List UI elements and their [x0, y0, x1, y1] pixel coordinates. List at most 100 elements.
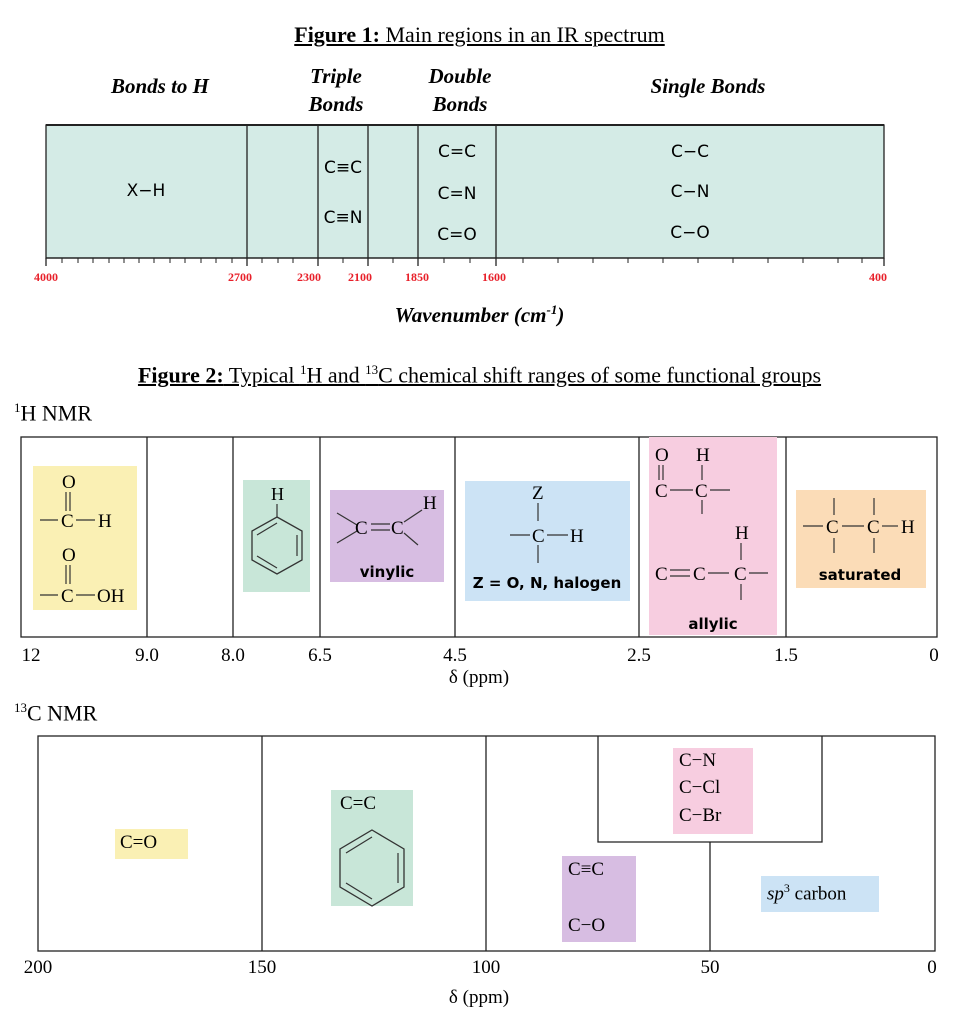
region-bonds-to-h: Bonds to H — [110, 74, 210, 98]
h-struct-acid: O C OH — [40, 545, 125, 607]
svg-text:O: O — [62, 545, 76, 566]
svg-text:H: H — [423, 493, 437, 514]
h-box-heteroatom — [465, 481, 630, 601]
h-tick-12: 12 — [21, 645, 41, 666]
svg-text:H: H — [901, 517, 915, 538]
region-double-line2: Bonds — [432, 92, 488, 116]
h-nmr-label-text: H NMR — [20, 400, 93, 426]
svg-text:H: H — [271, 484, 284, 504]
c-label-ccl: C−Cl — [679, 777, 721, 798]
h-struct-saturated: C C H — [803, 498, 915, 553]
h-label-vinylic: vinylic — [359, 563, 415, 581]
h-nmr-label: 1H NMR — [14, 400, 92, 426]
h-tick-9: 9.0 — [135, 645, 159, 666]
h-struct-benzene: H — [251, 484, 303, 575]
c-tick-200: 200 — [23, 957, 53, 978]
ir-bond-co-double: C=O — [437, 225, 477, 245]
c-struct-benzene — [339, 829, 405, 907]
ir-bond-cn-single: C−N — [670, 182, 710, 202]
h-tick-8: 8.0 — [221, 645, 245, 666]
c-label-sp3-italic: sp — [767, 883, 784, 905]
figure2-title-sup2: 13 — [365, 362, 379, 377]
ir-tick-400: 400 — [869, 270, 887, 284]
region-triple-line1: Triple — [310, 64, 362, 88]
c-axis-title: δ (ppm) — [448, 987, 510, 1008]
ir-bond-cc-single: C−C — [671, 142, 709, 162]
h-nmr-frame — [20, 436, 938, 638]
ir-major-ticks — [45, 258, 885, 266]
region-double-bonds: Double Bonds — [408, 62, 512, 118]
svg-text:C: C — [695, 481, 708, 502]
region-single-bonds: Single Bonds — [650, 74, 766, 98]
c-box-heteroatom — [673, 748, 753, 834]
region-double-line1: Double — [428, 64, 492, 88]
ir-panel-background — [45, 124, 885, 259]
c-tick-50: 50 — [700, 957, 720, 978]
c-box-alkene-aromatic — [331, 790, 413, 906]
h-nmr-label-sup: 1 — [14, 400, 21, 415]
c-tick-150: 150 — [247, 957, 277, 978]
c-label-alkyne: C≡C — [568, 859, 605, 880]
c-tick-100: 100 — [471, 957, 501, 978]
ir-panel — [45, 124, 885, 266]
ir-bond-co-single: C−O — [670, 223, 710, 243]
svg-text:C: C — [826, 517, 839, 538]
ir-tick-2700: 2700 — [228, 270, 252, 284]
h-struct-heteroatom: Z C H — [510, 483, 584, 563]
svg-text:C: C — [391, 518, 404, 539]
svg-text:H: H — [696, 445, 710, 466]
svg-text:H: H — [735, 523, 749, 544]
c-label-sp3: sp3 carbon — [767, 881, 846, 905]
ir-tick-2100: 2100 — [348, 270, 372, 284]
h-box-aldehyde-acid — [33, 466, 137, 610]
c-label-cbr: C−Br — [679, 805, 722, 826]
svg-text:OH: OH — [97, 586, 125, 607]
svg-text:C: C — [867, 517, 880, 538]
c-label-carbonyl: C=O — [120, 832, 158, 853]
ir-tick-1850: 1850 — [405, 270, 429, 284]
svg-text:C: C — [693, 564, 706, 585]
figure1-title-text: Main regions in an IR spectrum — [380, 22, 665, 47]
h-axis-title: δ (ppm) — [448, 667, 510, 688]
c-label-sp3-rest: carbon — [789, 883, 847, 905]
h-tick-1-5: 1.5 — [774, 645, 798, 666]
h-nmr-panel: O C H O C OH H C C H Z — [20, 436, 938, 638]
h-label-heteroatom: Z = O, N, halogen — [472, 574, 622, 592]
figure2-title-text3: C chemical shift ranges of some function… — [378, 362, 822, 388]
ir-bond-alkyne: C≡C — [324, 158, 362, 178]
figure2-title-sup1: 1 — [299, 362, 307, 377]
c-nmr-label-sup: 13 — [14, 700, 27, 715]
ir-tick-1600: 1600 — [482, 270, 506, 284]
ir-minor-ticks — [61, 258, 863, 263]
svg-text:C: C — [355, 518, 368, 539]
ir-bond-cn-double: C=N — [437, 184, 477, 204]
ir-bond-xh: X−H — [126, 181, 166, 201]
h-box-allylic — [649, 437, 777, 635]
ir-axis-title: Wavenumber (cm-1) — [0, 302, 959, 328]
c-box-carbonyl — [115, 829, 188, 859]
svg-text:C: C — [532, 526, 545, 547]
ir-tick-2300: 2300 — [297, 270, 321, 284]
h-tick-2-5: 2.5 — [627, 645, 651, 666]
h-tick-0: 0 — [929, 645, 939, 666]
svg-text:C: C — [734, 564, 747, 585]
figure2-title-bold: Figure 2: — [137, 362, 224, 388]
h-tick-6-5: 6.5 — [308, 645, 332, 666]
h-struct-allylic-alkene: H C C C — [655, 523, 768, 600]
svg-text:H: H — [98, 511, 112, 532]
ir-axis-title-sup: -1 — [546, 302, 558, 317]
ir-axis-title-text: Wavenumber (cm — [394, 303, 547, 327]
c-box-alkyne — [562, 856, 636, 942]
figure2-title: Figure 2: Typical 1H and 13C chemical sh… — [0, 362, 959, 388]
h-tick-4-5: 4.5 — [443, 645, 467, 666]
ir-bond-cc-double: C=C — [438, 142, 476, 162]
svg-text:H: H — [570, 526, 584, 547]
c-box-sp3 — [761, 876, 879, 912]
h-label-saturated: saturated — [818, 566, 902, 584]
svg-text:O: O — [655, 445, 669, 466]
region-triple-bonds: Triple Bonds — [288, 62, 384, 118]
figure2-title-text2: H and — [306, 362, 366, 388]
c-tick-0: 0 — [927, 957, 937, 978]
c-label-co: C−O — [568, 915, 606, 936]
